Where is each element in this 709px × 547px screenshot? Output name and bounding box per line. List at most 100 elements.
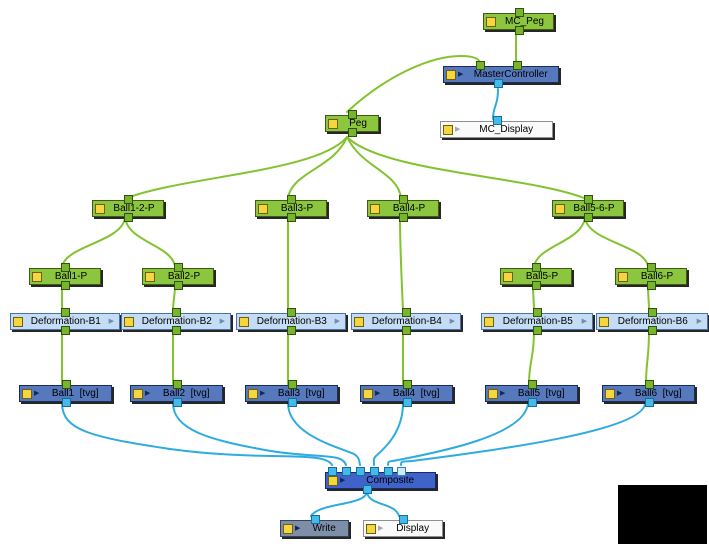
input-port-top[interactable] (172, 308, 181, 317)
node-deformation-b6[interactable]: Deformation-B6 ▶ (596, 308, 708, 335)
cable-ball5-tvg-to-composite[interactable] (387, 402, 529, 466)
node-deformation-b1[interactable]: Deformation-B1 ▶ (10, 308, 120, 335)
input-port-mid[interactable] (513, 61, 522, 70)
cable-ball1-2-p-to-ball2-p[interactable] (124, 217, 176, 267)
cable-ball1-tvg-to-composite[interactable] (61, 402, 333, 466)
properties-button[interactable] (248, 388, 258, 399)
cable-ball5-6-p-to-ball5-p[interactable] (533, 217, 586, 267)
output-port-bottom[interactable] (174, 281, 183, 290)
output-port-bottom[interactable] (61, 281, 70, 290)
properties-button[interactable] (443, 124, 453, 135)
cable-ball6-tvg-to-composite[interactable] (400, 402, 646, 466)
expand-arrow-icon[interactable]: ▶ (617, 390, 623, 397)
expand-arrow-icon[interactable]: ▶ (581, 318, 587, 325)
properties-button[interactable] (328, 475, 338, 486)
expand-arrow-icon[interactable]: ▶ (449, 318, 455, 325)
properties-button[interactable] (354, 316, 364, 327)
expand-arrow-icon[interactable]: ▶ (378, 525, 384, 532)
input-port-4[interactable] (370, 467, 379, 476)
input-port-top[interactable] (648, 308, 657, 317)
properties-button[interactable] (484, 316, 494, 327)
output-port-bottom[interactable] (527, 398, 537, 407)
input-port-top[interactable] (647, 263, 656, 272)
output-port-bottom[interactable] (172, 398, 182, 407)
cable-ball2-tvg-to-composite[interactable] (172, 402, 347, 466)
expand-arrow-icon[interactable]: ▶ (260, 390, 266, 397)
output-port-bottom[interactable] (402, 398, 412, 407)
output-port-bottom[interactable] (172, 326, 181, 335)
input-port-top[interactable] (532, 263, 541, 272)
properties-button[interactable] (145, 271, 155, 282)
input-port-3[interactable] (356, 467, 365, 476)
input-port-top[interactable] (644, 380, 654, 389)
input-port-top[interactable] (402, 380, 412, 389)
cable-deformation-b5-to-ball5-tvg[interactable] (528, 330, 535, 385)
cable-peg-to-mastercontroller[interactable] (346, 54, 481, 113)
node-ball5-6-p[interactable]: Ball5-6-P (552, 195, 624, 222)
properties-button[interactable] (95, 203, 105, 214)
node-ball1-p[interactable]: Ball1-P (29, 263, 101, 290)
node-deformation-b2[interactable]: Deformation-B2 ▶ (121, 308, 231, 335)
node-ball1-2-p[interactable]: Ball1-2-P (92, 195, 164, 222)
node-ball3-p[interactable]: Ball3-P (255, 195, 327, 222)
input-port-top[interactable] (287, 195, 296, 204)
expand-arrow-icon[interactable]: ▶ (334, 318, 340, 325)
input-port-top[interactable] (287, 308, 296, 317)
input-port-6[interactable] (397, 467, 406, 476)
properties-button[interactable] (124, 316, 134, 327)
node-ball5-p[interactable]: Ball5-P (500, 263, 572, 290)
node-ball4-tvg[interactable]: ▶ Ball4 [tvg] (360, 380, 453, 407)
cable-composite-to-display[interactable] (366, 490, 400, 517)
output-port-bottom[interactable] (644, 398, 654, 407)
expand-arrow-icon[interactable]: ▶ (145, 390, 151, 397)
output-port-bottom[interactable] (399, 213, 408, 222)
input-port-5[interactable] (384, 467, 393, 476)
cable-mastercontroller-to-mc-display[interactable] (492, 88, 499, 120)
input-port-1[interactable] (328, 467, 337, 476)
node-mc-peg[interactable]: MC_Peg (483, 8, 554, 35)
expand-arrow-icon[interactable]: ▶ (696, 318, 702, 325)
input-port-top[interactable] (172, 380, 182, 389)
expand-arrow-icon[interactable]: ▶ (34, 390, 40, 397)
node-ball4-p[interactable]: Ball4-P (367, 195, 439, 222)
node-ball1-tvg[interactable]: ▶ Ball1 [tvg] (19, 380, 112, 407)
output-port-bottom[interactable] (494, 79, 503, 88)
output-port-bottom[interactable] (647, 281, 656, 290)
properties-button[interactable] (239, 316, 249, 327)
cable-ball4-p-to-deformation-b4[interactable] (399, 217, 404, 313)
cable-peg-to-ball5-6-p[interactable] (346, 136, 585, 199)
node-composite[interactable]: ▶ Composite (325, 467, 436, 494)
properties-button[interactable] (446, 69, 456, 80)
expand-arrow-icon[interactable]: ▶ (375, 390, 381, 397)
input-port-top[interactable] (584, 195, 593, 204)
properties-button[interactable] (486, 16, 496, 27)
cable-ball4-tvg-to-composite[interactable] (372, 402, 404, 466)
properties-button[interactable] (328, 118, 338, 129)
node-ball6-p[interactable]: Ball6-P (615, 263, 687, 290)
output-port-bottom[interactable] (648, 326, 657, 335)
expand-arrow-icon[interactable]: ▶ (458, 71, 464, 78)
input-port-top[interactable] (399, 515, 408, 524)
output-port-bottom[interactable] (402, 326, 411, 335)
output-port-bottom[interactable] (124, 213, 133, 222)
node-deformation-b3[interactable]: Deformation-B3 ▶ (236, 308, 346, 335)
node-deformation-b4[interactable]: Deformation-B4 ▶ (351, 308, 461, 335)
node-write[interactable]: ▶ Write (280, 515, 349, 537)
node-ball6-tvg[interactable]: ▶ Ball6 [tvg] (602, 380, 695, 407)
input-port-top[interactable] (492, 116, 502, 125)
input-port-top[interactable] (533, 308, 542, 317)
cable-peg-to-ball1-2-p[interactable] (126, 136, 348, 199)
cable-ball1-2-p-to-ball1-p[interactable] (61, 217, 126, 267)
node-peg[interactable]: Peg (325, 110, 379, 137)
cable-ball3-tvg-to-composite[interactable] (287, 402, 361, 466)
node-deformation-b5[interactable]: Deformation-B5 ▶ (481, 308, 593, 335)
input-port-top[interactable] (287, 380, 297, 389)
cable-peg-to-ball3-p[interactable] (287, 136, 348, 199)
input-port-top[interactable] (61, 380, 71, 389)
expand-arrow-icon[interactable]: ▶ (295, 525, 301, 532)
input-port-top[interactable] (124, 195, 133, 204)
output-port-bottom[interactable] (61, 398, 71, 407)
node-ball2-tvg[interactable]: ▶ Ball2 [tvg] (130, 380, 223, 407)
properties-button[interactable] (599, 316, 609, 327)
